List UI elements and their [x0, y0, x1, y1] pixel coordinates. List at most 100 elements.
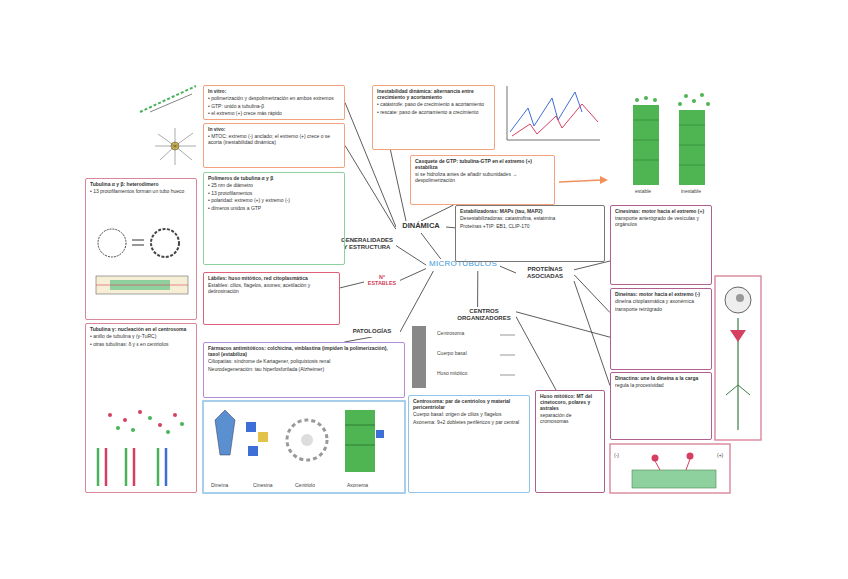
branch-title: GENERALIDADES Y ESTRUCTURA: [338, 236, 396, 252]
note-box: Inestabilidad dinámica: alternancia entr…: [372, 85, 495, 150]
node-heading: Dineínas: motor hacia el extremo (-): [615, 292, 707, 298]
node-text: • catástrofe: paso de crecimiento a acor…: [377, 102, 490, 108]
motor-proteins-figure: [203, 401, 405, 493]
node-text: • 13 protofilamentos: [208, 191, 340, 197]
node-text: • MTOC: extremo (-) anclado; el extremo …: [208, 134, 340, 146]
note-box: Casquete de GTP: tubulina-GTP en el extr…: [410, 155, 555, 205]
mtoc-table: [412, 326, 515, 388]
gamma-tubulin-figure: [98, 410, 184, 486]
node-text: Ciliopatías: síndrome de Kartagener, pol…: [208, 359, 400, 365]
figure-label: Cinesina: [252, 482, 273, 488]
figure-label: Huso mitótico: [436, 370, 468, 376]
node-text: • polaridad: extremo (+) y extremo (-): [208, 198, 340, 204]
node-text: transporte retrógrado: [615, 307, 707, 313]
node-heading: In vitro:: [208, 89, 340, 95]
node-heading: Lábiles: huso mitótico, red citoplasmáti…: [208, 276, 335, 282]
connector-line: [574, 281, 610, 386]
connector-line: [421, 233, 441, 259]
node-text: si se hidroliza antes de añadir subunida…: [415, 172, 550, 184]
node-text: • 25 nm de diámetro: [208, 183, 340, 189]
note-box: Lábiles: huso mitótico, red citoplasmáti…: [203, 272, 340, 325]
figure-label: Cuerpo basal: [436, 350, 468, 356]
node-heading: In vivo:: [208, 127, 340, 133]
connector-line: [421, 205, 454, 221]
neuron-figure: [715, 276, 761, 440]
branch-title: CENTROS ORGANIZADORES: [452, 307, 516, 323]
connector-line: [400, 271, 433, 332]
node-text: • polimerización y despolimerización en …: [208, 96, 340, 102]
note-box: Dinactina: une la dineína a la cargaregu…: [610, 372, 712, 440]
node-heading: GENERALIDADES Y ESTRUCTURA: [339, 237, 395, 250]
note-box: Huso mitótico: MT del cinetocoro, polare…: [535, 390, 605, 493]
note-box: In vivo:• MTOC: extremo (-) anclado; el …: [203, 123, 345, 168]
node-text: Neurodegeneración: tau hiperfosforilada …: [208, 367, 400, 373]
connector-line: [516, 312, 610, 337]
figure-label: Centriolo: [294, 482, 316, 488]
node-heading: Casquete de GTP: tubulina-GTP en el extr…: [415, 159, 550, 171]
branch-title: PATOLOGÍAS: [344, 327, 400, 337]
node-heading: Polímeros de tubulina α y β: [208, 176, 340, 182]
note-box: Tubulina γ: nucleación en el centrosoma•…: [85, 323, 197, 493]
node-heading: Cinesinas: motor hacia el extremo (+): [615, 209, 707, 215]
node-heading: Inestabilidad dinámica: alternancia entr…: [377, 89, 490, 101]
node-text: Desestabilizadoras: catastrofina, estatm…: [460, 216, 600, 222]
connector-line: [340, 282, 364, 288]
node-heading: Dinactina: une la dineína a la carga: [615, 376, 707, 382]
node-text: transporte anterógrado de vesículas y or…: [615, 216, 707, 228]
node-text: • otras tubulinas: δ y ε en centriolos: [90, 342, 192, 348]
node-text: • el extremo (+) crece más rápido: [208, 111, 340, 117]
connector-line: [390, 150, 406, 221]
figure-label: (+): [716, 452, 724, 458]
note-box: Cinesinas: motor hacia el extremo (+)tra…: [610, 205, 712, 285]
node-text: Estables: cilios, flagelos, axones; acet…: [208, 283, 335, 295]
node-text: separación de cromosomas: [540, 413, 600, 425]
note-box: Polímeros de tubulina α y β• 25 nm de di…: [203, 172, 345, 265]
node-heading: Nº ESTABLES: [365, 275, 399, 287]
node-heading: CENTROS ORGANIZADORES: [453, 308, 515, 321]
node-text: regula la procesividad: [615, 383, 707, 389]
node-text: Axonema: 9+2 dobletes periféricos y par …: [413, 420, 525, 426]
connector-line: [516, 317, 556, 390]
protofilament-figure: [140, 86, 196, 112]
connector-line: [500, 266, 516, 273]
node-heading: Centrosoma: par de centriolos y material…: [413, 399, 525, 411]
node-heading: Tubulina γ: nucleación en el centrosoma: [90, 327, 192, 333]
connector-line: [574, 261, 610, 270]
connector-line: [446, 227, 455, 229]
branch-title: PROTEÍNAS ASOCIADAS: [516, 265, 574, 281]
central-topic: MICROTÚBULOS: [426, 259, 500, 271]
figure-label: (-): [613, 452, 620, 458]
node-text: Cuerpo basal: origen de cilios y flagelo…: [413, 412, 525, 418]
node-heading: Estabilizadoras: MAPs (tau, MAP2): [460, 209, 600, 215]
connector-line: [477, 271, 478, 307]
node-heading: DINÁMICA: [397, 222, 445, 230]
node-heading: Tubulina α y β: heterodímero: [90, 182, 192, 188]
node-text: dineína citoplasmática y axonémica: [615, 299, 707, 305]
connector-line: [345, 103, 396, 228]
node-heading: PATOLOGÍAS: [345, 328, 399, 335]
branch-title: Nº ESTABLES: [364, 274, 400, 290]
figure-label: estable: [634, 188, 652, 194]
note-box: In vitro:• polimerización y despolimeriz…: [203, 85, 345, 120]
note-box: Tubulina α y β: heterodímero• 13 protofi…: [85, 178, 197, 320]
note-box: Estabilizadoras: MAPs (tau, MAP2)Desesta…: [455, 205, 605, 262]
connector-line: [400, 269, 426, 281]
node-text: • GTP: unido a tubulina-β: [208, 104, 340, 110]
node-heading: Fármacos antimitóticos: colchicina, vinb…: [208, 346, 400, 358]
figure-label: Axonema: [346, 482, 369, 488]
node-text: • 13 protofilamentos forman un tubo huec…: [90, 189, 192, 195]
dynamic-instability-graph: [507, 86, 600, 140]
connector-line: [574, 275, 610, 313]
microtubule-columns: [633, 93, 710, 185]
figure-label: Dineína: [210, 482, 229, 488]
aster-figure: [155, 128, 196, 165]
tubulin-section-figure: [96, 229, 188, 294]
node-text: • anillo de tubulina γ (γ-TuRC): [90, 334, 192, 340]
branch-title: DINÁMICA: [396, 221, 446, 233]
node-text: Proteínas +TIP: EB1, CLIP-170: [460, 224, 600, 230]
node-text: • dímeros unidos a GTP: [208, 206, 340, 212]
node-heading: PROTEÍNAS ASOCIADAS: [517, 266, 573, 279]
connector-line: [396, 246, 426, 265]
note-box: Fármacos antimitóticos: colchicina, vinb…: [203, 342, 405, 398]
node-text: • rescate: paso de acortamiento a crecim…: [377, 110, 490, 116]
